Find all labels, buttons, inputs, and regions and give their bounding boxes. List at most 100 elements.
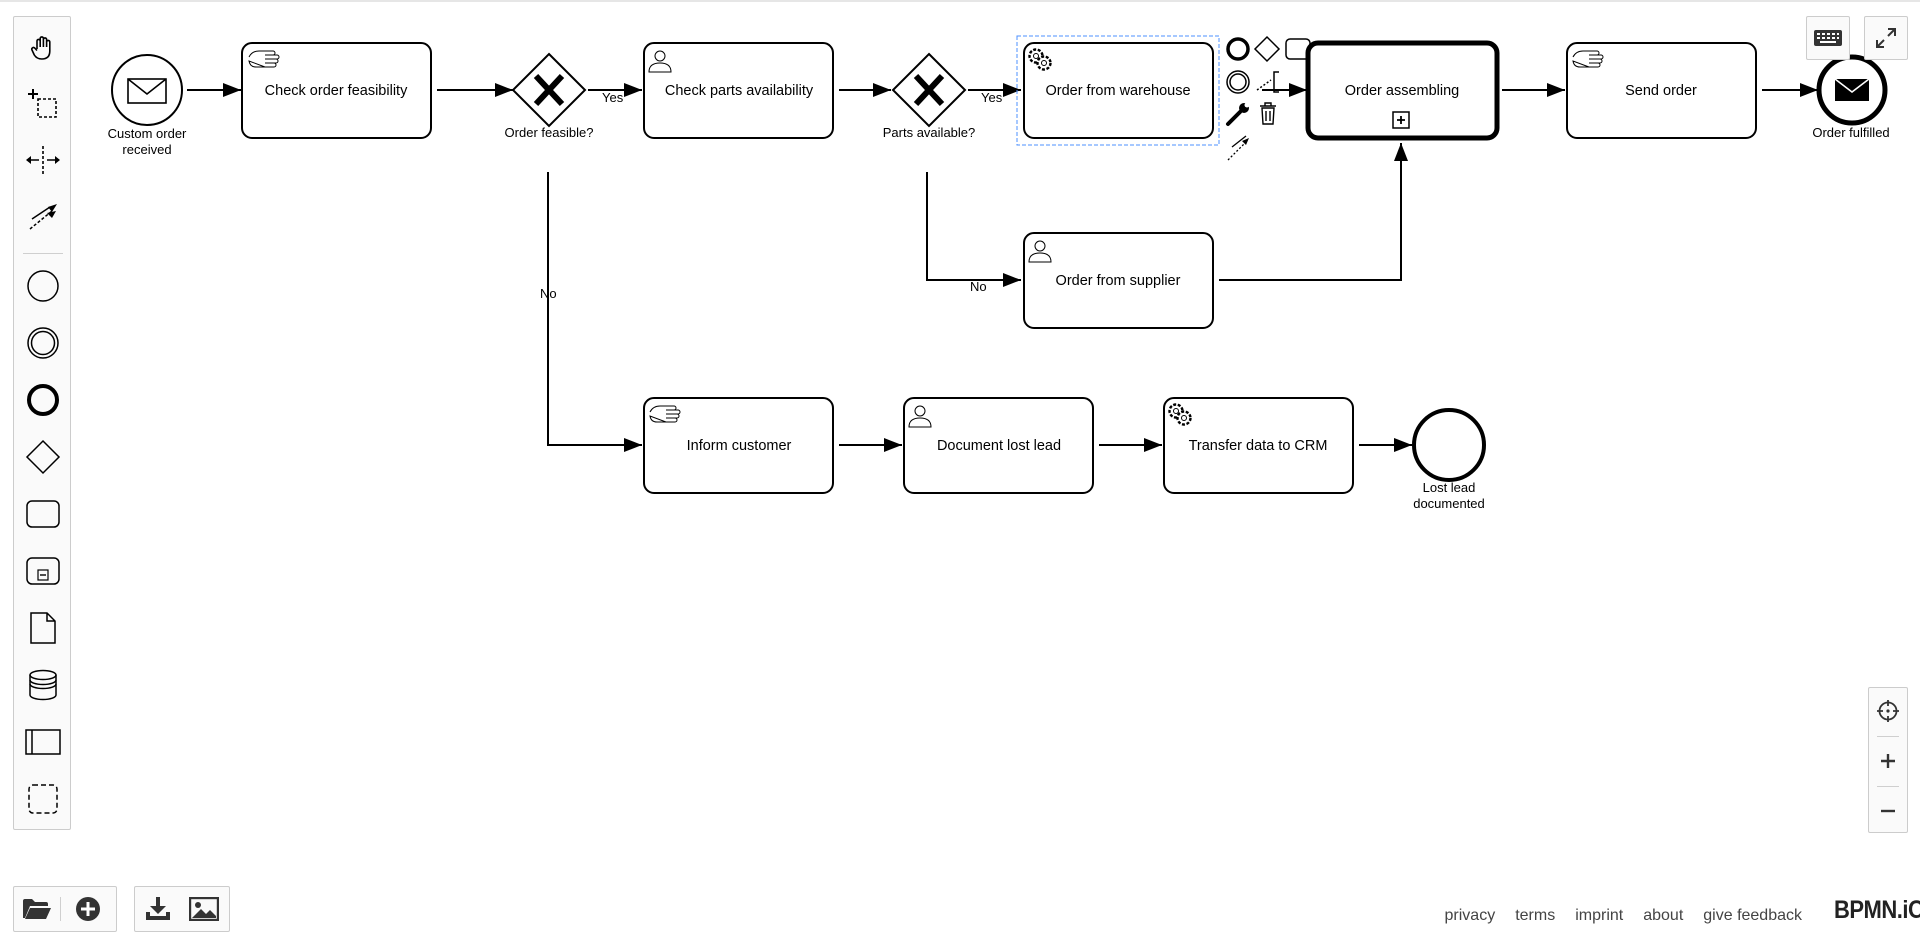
user-task-icon [1028,240,1052,263]
end-event-order-fulfilled[interactable] [1816,54,1888,126]
end-event-lost-lead[interactable] [1412,408,1486,482]
create-participant[interactable] [20,719,66,765]
create-gateway[interactable] [20,434,66,480]
service-task-icon [1168,403,1192,426]
global-connect-tool[interactable] [20,193,66,239]
zoom-separator [1877,736,1899,737]
footer-link-privacy[interactable]: privacy [1444,907,1496,924]
flow-gw2-no [926,172,1021,287]
export-actions-bar [134,886,230,932]
plus-circle-icon [76,897,101,921]
connect-button[interactable] [1227,135,1249,161]
task-label: Order from warehouse [1045,83,1190,99]
plus-icon [1881,754,1895,768]
start-event-custom-order[interactable] [111,54,183,126]
create-end-event[interactable] [20,377,66,423]
bpmn-io-logo[interactable]: BPMN.iO [1834,895,1920,924]
task-inform-customer[interactable]: Inform customer [643,397,834,494]
append-end-event-button[interactable] [1226,37,1250,61]
file-actions-bar [13,886,117,932]
zoom-out-button[interactable] [1869,788,1907,834]
append-intermediate-event-button[interactable] [1226,70,1250,94]
crosshair-icon [1877,700,1899,722]
hand-tool[interactable] [20,25,66,71]
manual-task-icon [248,50,280,68]
footer-link-about[interactable]: about [1643,907,1684,924]
new-diagram-button[interactable] [61,886,116,932]
start-event-label-line1: Custom order [108,126,187,141]
delete-trash-button[interactable] [1260,102,1276,125]
gateway-order-feasible[interactable] [511,52,587,128]
keyboard-icon [1814,30,1842,46]
subprocess-icon [26,557,60,585]
expand-icon [1876,28,1896,48]
footer-link-terms[interactable]: terms [1515,907,1556,924]
top-border [0,0,1920,2]
flow-label-no-1[interactable]: No [540,286,557,301]
folder-icon [22,899,51,919]
create-subprocess[interactable] [20,548,66,594]
flow-label-yes-2[interactable]: Yes [981,90,1003,105]
footer-link-feedback[interactable]: give feedback [1703,907,1802,924]
task-check-parts-availability[interactable]: Check parts availability [643,42,834,139]
palette-separator [23,253,63,254]
hand-icon [31,36,51,60]
exclusive-x-icon [913,73,945,107]
fullscreen-button[interactable] [1864,16,1908,60]
minus-icon [1881,809,1895,813]
exclusive-x-icon [533,73,565,107]
task-label: Check parts availability [665,83,814,99]
download-icon [146,897,170,920]
gateway-icon [25,439,61,475]
keyboard-shortcuts-button[interactable] [1806,16,1850,60]
change-type-wrench-button[interactable] [1226,102,1250,126]
manual-task-icon [1572,50,1604,68]
task-check-order-feasibility[interactable]: Check order feasibility [241,42,432,139]
gateway-label: Parts available? [883,125,976,140]
end-event-label-line2: documented [1413,496,1485,511]
download-image-button[interactable] [181,886,227,932]
gateway-label: Order feasible? [505,125,594,140]
space-tool[interactable] [20,137,66,183]
lasso-tool[interactable] [20,81,66,127]
reset-view-button[interactable] [1869,688,1907,734]
create-data-store[interactable] [20,662,66,708]
zoom-controls [1868,687,1908,833]
task-send-order[interactable]: Send order [1566,42,1757,139]
image-icon [189,897,219,921]
create-task[interactable] [20,491,66,537]
open-file-button[interactable] [14,886,60,932]
gateway-parts-available[interactable] [891,52,967,128]
group-icon [28,784,58,814]
footer-link-imprint[interactable]: imprint [1575,907,1624,924]
create-data-object[interactable] [20,605,66,651]
manual-task-icon [649,405,681,423]
task-transfer-data-to-crm[interactable]: Transfer data to CRM [1163,397,1354,494]
service-task-icon [1028,48,1052,71]
tool-palette [13,16,71,830]
space-icon [26,146,60,174]
lasso-icon [28,89,57,118]
task-document-lost-lead[interactable]: Document lost lead [903,397,1094,494]
download-bpmn-button[interactable] [135,886,181,932]
append-gateway-button[interactable] [1253,35,1281,63]
end-event-icon [27,384,59,416]
participant-icon [25,729,61,755]
append-text-annotation-button[interactable] [1256,71,1279,93]
task-label: Order assembling [1345,83,1459,99]
selection-outline [1016,35,1220,146]
data-object-icon [30,612,56,644]
create-intermediate-event[interactable] [20,320,66,366]
task-order-from-supplier[interactable]: Order from supplier [1023,232,1214,329]
flow-label-no-2[interactable]: No [970,279,987,294]
subprocess-order-assembling[interactable]: Order assembling [1305,40,1500,141]
task-icon [26,500,60,528]
create-group[interactable] [20,776,66,822]
task-order-from-warehouse[interactable]: Order from warehouse [1023,42,1214,139]
footer-links: privacy terms imprint about give feedbac… [1445,907,1802,925]
flow-label-yes-1[interactable]: Yes [602,90,624,105]
zoom-in-button[interactable] [1869,738,1907,784]
flow-gw1-no [547,172,642,452]
create-start-event[interactable] [20,263,66,309]
